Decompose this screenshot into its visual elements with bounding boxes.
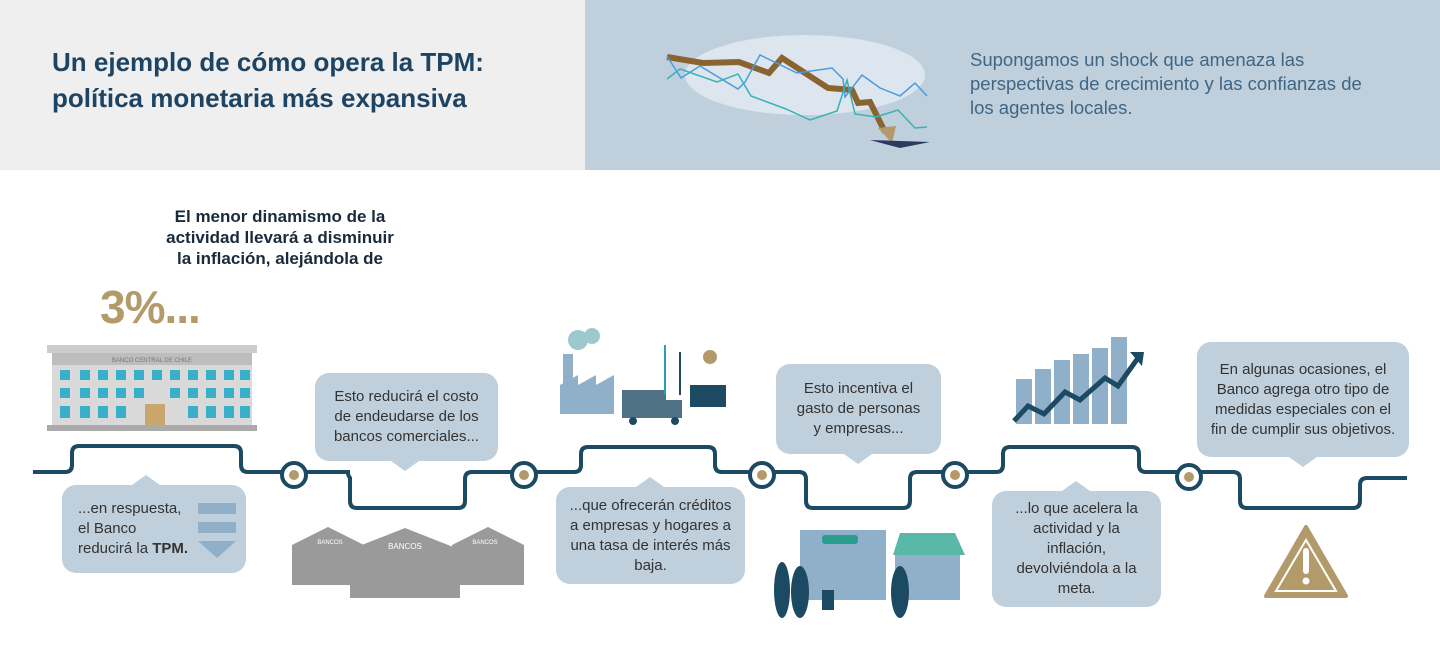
commercial-banks-icon: BANCOS BANCOS BANCOS — [292, 527, 524, 598]
lead-line-1: El menor dinamismo de la — [174, 207, 386, 226]
step-2-text: Esto reducirá el costo de endeudarse de … — [333, 388, 480, 445]
step-1-text: ...en respuesta, el Banco reducirá la TP… — [78, 499, 190, 559]
falling-chart-illustration — [666, 35, 930, 148]
step-2-bubble: Esto reducirá el costo de endeudarse de … — [315, 373, 498, 471]
lead-line-3: la inflación, alejándola de — [177, 249, 383, 268]
lead-line-2: actividad llevará a disminuir — [166, 228, 394, 247]
lead-text: El menor dinamismo de la actividad lleva… — [20, 206, 540, 269]
svg-text:BANCO CENTRAL DE CHILE: BANCO CENTRAL DE CHILE — [112, 358, 192, 364]
shock-description: Supongamos un shock que amenaza las pers… — [970, 49, 1362, 118]
svg-text:BANCOS: BANCOS — [472, 540, 497, 546]
step-3-text: ...que ofrecerán créditos a empresas y h… — [569, 496, 732, 574]
shops-people-icon — [774, 530, 965, 618]
step-1-plain: ...en respuesta, el Banco reducirá la — [78, 500, 182, 557]
title-line-1: Un ejemplo de cómo opera la TPM: — [52, 47, 484, 77]
step-1-bold: TPM. — [152, 540, 189, 557]
step-4-bubble: Esto incentiva el gasto de personas y em… — [776, 364, 941, 464]
warning-icon — [1264, 525, 1348, 598]
step-3-bubble: ...que ofrecerán créditos a empresas y h… — [556, 477, 745, 584]
page-title: Un ejemplo de cómo opera la TPM: polític… — [52, 44, 484, 116]
header-left-panel — [0, 0, 585, 170]
factory-truck-energy-icon — [560, 328, 726, 425]
central-bank-building-icon: BANCO CENTRAL DE CHILE — [47, 345, 257, 431]
rate-down-arrow-icon — [198, 503, 236, 558]
title-line-2: política monetaria más expansiva — [52, 83, 467, 113]
step-6-bubble: En algunas ocasiones, el Banco agrega ot… — [1197, 342, 1409, 467]
growth-chart-icon — [1012, 337, 1144, 424]
step-4-text: Esto incentiva el gasto de personas y em… — [796, 380, 921, 437]
svg-text:BANCOS: BANCOS — [388, 542, 422, 551]
step-1-bubble: ...en respuesta, el Banco reducirá la TP… — [62, 475, 246, 573]
svg-text:BANCOS: BANCOS — [317, 540, 342, 546]
step-6-text: En algunas ocasiones, el Banco agrega ot… — [1210, 360, 1396, 438]
inflation-value: 3%... — [100, 281, 201, 333]
timeline-nodes — [280, 461, 1203, 491]
step-5-text: ...lo que acelera la actividad y la infl… — [1015, 500, 1138, 597]
step-5-bubble: ...lo que acelera la actividad y la infl… — [992, 481, 1161, 607]
